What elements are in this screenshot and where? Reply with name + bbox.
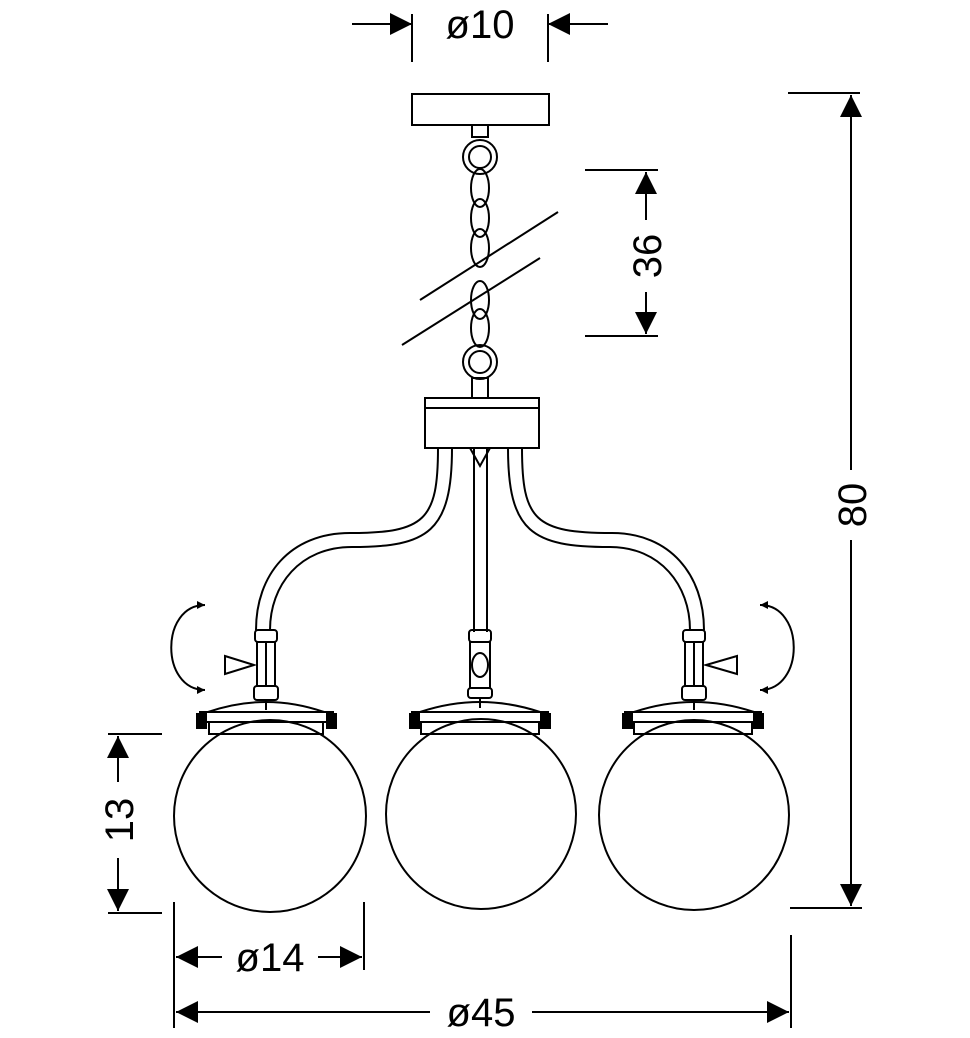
middle-lamp xyxy=(385,629,577,910)
total-width-dimension xyxy=(173,935,792,1028)
right-globe xyxy=(598,719,790,911)
total-width-label: ø45 xyxy=(447,991,516,1035)
globe-height-label: 13 xyxy=(98,798,142,843)
rotation-arrow-icon xyxy=(170,601,206,694)
center-stem xyxy=(469,447,491,632)
right-arm xyxy=(507,447,705,631)
left-lamp xyxy=(173,629,367,913)
break-lines xyxy=(401,211,559,346)
total-height-label: 80 xyxy=(831,483,875,528)
chain-length-label: 36 xyxy=(626,234,670,279)
left-arm xyxy=(255,447,453,631)
middle-globe xyxy=(385,718,577,910)
central-body xyxy=(424,397,540,449)
canopy-hook xyxy=(471,124,489,138)
canopy-diameter-dimension xyxy=(352,13,608,62)
globe-diameter-dimension xyxy=(173,902,365,970)
chain-length-dimension xyxy=(585,169,658,337)
right-lamp xyxy=(598,629,790,911)
left-globe xyxy=(173,719,367,913)
globe-diameter-label: ø14 xyxy=(236,936,305,980)
rotation-arrow-icon xyxy=(759,601,795,694)
globe-height-dimension xyxy=(107,733,162,914)
ceiling-canopy xyxy=(411,93,550,126)
total-height-dimension xyxy=(788,92,862,909)
canopy-diameter-label: ø10 xyxy=(446,3,515,47)
chain xyxy=(462,139,498,399)
